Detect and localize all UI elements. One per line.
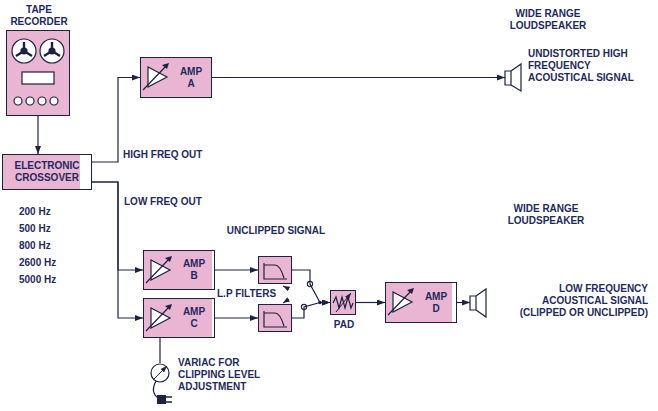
speaker-note: UNDISTORTED HIGH FREQUENCY ACOUSTICAL SI… xyxy=(528,48,648,84)
amp-fill xyxy=(140,57,212,98)
recorder-window xyxy=(22,72,54,84)
loudspeaker-symbol xyxy=(470,289,486,317)
leader-arrow xyxy=(283,286,289,289)
amplifier-symbol xyxy=(146,304,172,331)
speaker-note: LOW FREQUENCY ACOUSTICAL SIGNAL (CLIPPED… xyxy=(500,283,648,319)
signal-wire xyxy=(457,302,470,303)
filter-label: L.P FILTERS xyxy=(216,288,277,300)
frequency-label: 5000 Hz xyxy=(18,274,57,286)
frequency-label: 2600 Hz xyxy=(18,257,57,269)
box-label: ELECTRONIC CROSSOVER xyxy=(3,160,91,184)
signal-wire xyxy=(292,270,330,303)
reel-spokes xyxy=(16,42,60,56)
amplifier-box: AMP C xyxy=(143,298,215,338)
signal-wire xyxy=(292,303,330,319)
filter-fill xyxy=(258,304,292,332)
recorder-button xyxy=(38,97,46,105)
speaker-note: WIDE RANGE LOUDSPEAKER xyxy=(492,8,604,32)
frequency-label: 200 Hz xyxy=(18,206,52,218)
signal-label: LOW FREQ OUT xyxy=(123,196,203,208)
pad-fill xyxy=(330,290,356,315)
power-plug xyxy=(157,395,166,404)
signal-wire xyxy=(212,77,505,78)
lowpass-symbol xyxy=(264,311,287,327)
amplifier-symbol xyxy=(146,256,172,283)
loudspeaker-symbol xyxy=(505,64,521,91)
amp-fill xyxy=(143,250,212,290)
tape-reels xyxy=(12,39,64,105)
signal-label: HIGH FREQ OUT xyxy=(122,149,203,161)
amp-label: AMP C xyxy=(179,306,209,330)
loudspeaker: WIDE RANGE LOUDSPEAKERLOW FREQUENCY ACOU… xyxy=(470,289,486,317)
filter-heading: UNCLIPPED SIGNAL xyxy=(226,225,326,237)
amplifier-symbol xyxy=(143,63,169,90)
tape-recorder: TAPE RECORDER xyxy=(6,30,70,116)
recorder-button xyxy=(26,97,34,105)
speaker-note: WIDE RANGE LOUDSPEAKER xyxy=(490,203,602,227)
amp-label: AMP A xyxy=(176,66,206,90)
filter-box: UNCLIPPED SIGNAL xyxy=(258,256,292,284)
frequency-label: 500 Hz xyxy=(18,223,52,235)
filter-box xyxy=(258,304,292,332)
amplifier-box: AMP D xyxy=(385,282,457,323)
variable-arrow xyxy=(336,293,351,312)
signal-wire xyxy=(215,269,258,270)
recorder-button xyxy=(14,97,22,105)
pad-box: PAD xyxy=(330,290,356,315)
variac-arrow xyxy=(153,366,167,380)
variac-symbol xyxy=(151,364,169,382)
amplifier-box: AMP B xyxy=(143,250,215,290)
crossover-box: ELECTRONIC CROSSOVER xyxy=(2,154,92,190)
variac-note: VARIAC FOR CLIPPING LEVEL ADJUSTMENT xyxy=(178,357,282,393)
amp-fill xyxy=(143,298,212,338)
loudspeaker: WIDE RANGE LOUDSPEAKERUNDISTORTED HIGH F… xyxy=(505,64,521,91)
signal-wire xyxy=(159,338,160,363)
signal-wire xyxy=(37,116,38,154)
recorder-button xyxy=(50,97,58,105)
recorder-body xyxy=(6,30,70,116)
lowpass-symbol xyxy=(264,263,287,279)
signal-wire xyxy=(215,317,258,318)
amp-label: AMP D xyxy=(421,291,451,315)
variac: VARIAC FOR CLIPPING LEVEL ADJUSTMENT xyxy=(150,363,170,383)
plug-prongs xyxy=(166,397,172,402)
device-heading: TAPE RECORDER xyxy=(5,4,73,28)
filter-fill xyxy=(258,256,292,284)
amp-label: AMP B xyxy=(179,258,209,282)
amplifier-symbol xyxy=(388,288,414,315)
amp-fill xyxy=(385,282,452,323)
frequency-label: 800 Hz xyxy=(18,240,52,252)
signal-wire xyxy=(356,302,385,303)
amplifier-box: AMP A xyxy=(140,57,212,98)
leader-arrow xyxy=(283,299,289,303)
pad-label: PAD xyxy=(324,319,364,331)
